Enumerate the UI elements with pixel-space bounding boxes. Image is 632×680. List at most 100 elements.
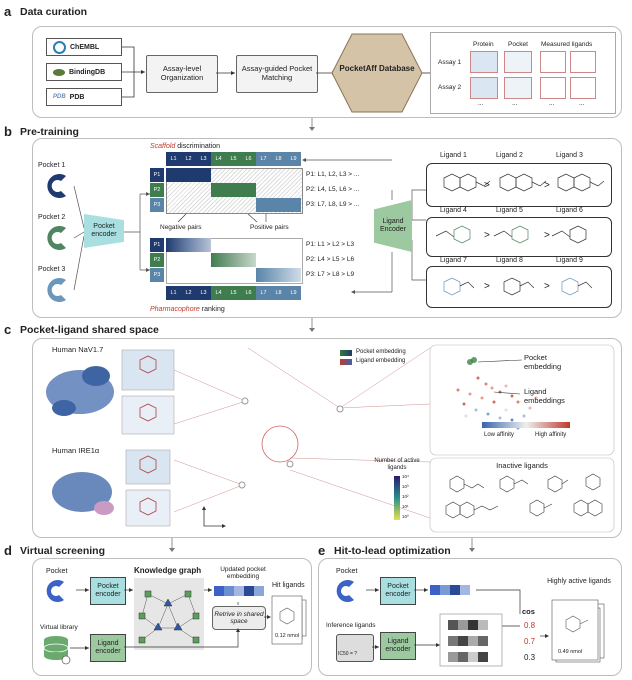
ligand-group-2 (426, 217, 612, 257)
ligand-thumb (570, 77, 596, 99)
col-L6: L6 (241, 286, 256, 300)
retrieve-box: Retrive in shared space (212, 606, 266, 630)
greater-than: > (484, 180, 490, 191)
row-P1: P1 (150, 168, 164, 182)
section-c-letter: c (4, 322, 12, 337)
protein-thumb-2 (470, 77, 498, 99)
molecule-icon (557, 173, 605, 192)
active-ligand-cards (551, 599, 605, 663)
ligand-1-label: Ligand 1 (440, 152, 467, 159)
assay2-label: Assay 2 (438, 84, 462, 91)
vs-pocket-encoder: Pocket encoder (90, 577, 126, 605)
colorbar-tick: 10² (402, 494, 409, 499)
positive-pairs-label: Positive pairs (250, 224, 289, 231)
pocket-1-icon (47, 173, 66, 198)
col-L2: L2 (181, 286, 196, 300)
knowledge-graph-area (134, 578, 204, 650)
scaffold-rule-p3: P3: L7, L8, L9 > ... (306, 201, 360, 208)
rank-block-p3 (256, 268, 301, 282)
section-d-letter: d (4, 543, 12, 558)
lead-potency-label: 0.49 nmol (558, 649, 583, 655)
molecule-icon (499, 173, 547, 192)
col-L9: L9 (286, 152, 301, 166)
h2l-pocket-encoder: Pocket encoder (380, 577, 416, 605)
ligand-thumb (540, 51, 566, 73)
ic50-label: IC50 = ? (338, 651, 358, 657)
protein-ire1a (52, 472, 114, 515)
inference-ligand-card (336, 634, 374, 662)
vs-pocket-icon (46, 580, 64, 602)
cos-score-1: 0.8 (524, 621, 536, 630)
cos-score-3: 0.3 (524, 653, 536, 662)
colorbar-tick: 10⁰ (402, 514, 409, 519)
section-b-letter: b (4, 124, 12, 139)
low-affinity-label: Low affinity (484, 432, 514, 438)
ellipsis: ... (512, 100, 518, 107)
pocket-2-icon (47, 226, 66, 251)
embedding-bar (214, 586, 264, 596)
col-L6: L6 (241, 152, 256, 166)
pocket-label: Pocket (46, 568, 68, 575)
ligand-4-label: Ligand 4 (440, 207, 467, 214)
molecule-icon (443, 277, 475, 296)
col-L9: L9 (286, 286, 301, 300)
col-measured-ligands: Measured ligands (541, 41, 593, 48)
molecule-icon (435, 225, 471, 244)
cos-label: cos (522, 607, 535, 616)
database-label: PocketAff Database (339, 64, 415, 73)
scaffold-word: Scaffold (150, 143, 176, 150)
pocket-2-label: Pocket 2 (38, 214, 66, 221)
database-hexagon (331, 33, 423, 113)
molecule-icon (493, 225, 529, 244)
target-nav17-label: Human NaV1.7 (52, 345, 104, 354)
molecule-icon (561, 277, 593, 296)
ellipsis: ... (478, 100, 484, 107)
pharmacophore-word: Pharmacophore (150, 306, 200, 313)
active-count-colorbar (394, 476, 400, 520)
legend-ligand-embedding: Ligand embedding (356, 358, 406, 364)
molecule-icon (503, 277, 535, 296)
pdb-logo-icon: PDB (53, 94, 66, 100)
source-chembl: ChEMBL (46, 38, 122, 56)
scaffold-title: Scaffold discrimination (150, 143, 220, 151)
row-P2: P2 (150, 183, 164, 197)
highly-active-title: Highly active ligands (547, 578, 611, 585)
ligand-encoder: Ligand Encoder (374, 200, 412, 252)
database-icon (43, 636, 71, 665)
ligand-embeddings-annotation: Ligand embeddings (524, 387, 565, 405)
source-bindingdb: BindingDB (46, 63, 122, 81)
greater-than: > (544, 230, 550, 241)
section-b-title: Pre-training (20, 126, 79, 138)
rank-rule-p3: P3: L7 > L8 > L9 (306, 271, 355, 278)
col-L2: L2 (181, 152, 196, 166)
ligand-embedding-bars (448, 620, 488, 662)
col-L7: L7 (256, 286, 271, 300)
col-L5: L5 (226, 152, 241, 166)
row-P2: P2 (150, 253, 164, 267)
positive-block-p1 (166, 168, 211, 182)
pharmacophore-rest: ranking (201, 306, 225, 313)
molecule-icon (551, 225, 587, 244)
greater-than: > (484, 230, 490, 241)
positive-block-p3 (256, 198, 301, 212)
rank-rule-p1: P1: L1 > L2 > L3 (306, 241, 355, 248)
pocket-embedding-bar (430, 585, 470, 595)
chembl-logo-icon (53, 40, 66, 54)
knowledge-graph-nodes (138, 590, 200, 644)
scatter-points (456, 357, 538, 430)
source-label: BindingDB (69, 68, 106, 76)
ligand-group-3 (426, 266, 612, 308)
rank-block-p1 (166, 238, 211, 252)
rank-rule-p2: P2: L4 > L5 > L6 (306, 256, 355, 263)
ligand-3-label: Ligand 3 (556, 152, 583, 159)
ellipsis: ... (579, 100, 585, 107)
greater-than: > (544, 180, 550, 191)
col-L4: L4 (211, 286, 226, 300)
affinity-colorbar (482, 422, 570, 428)
ligand-group-1 (426, 163, 612, 207)
active-ligands-colorbar-title: Number of active ligands (374, 458, 420, 471)
row-P1: P1 (150, 238, 164, 252)
